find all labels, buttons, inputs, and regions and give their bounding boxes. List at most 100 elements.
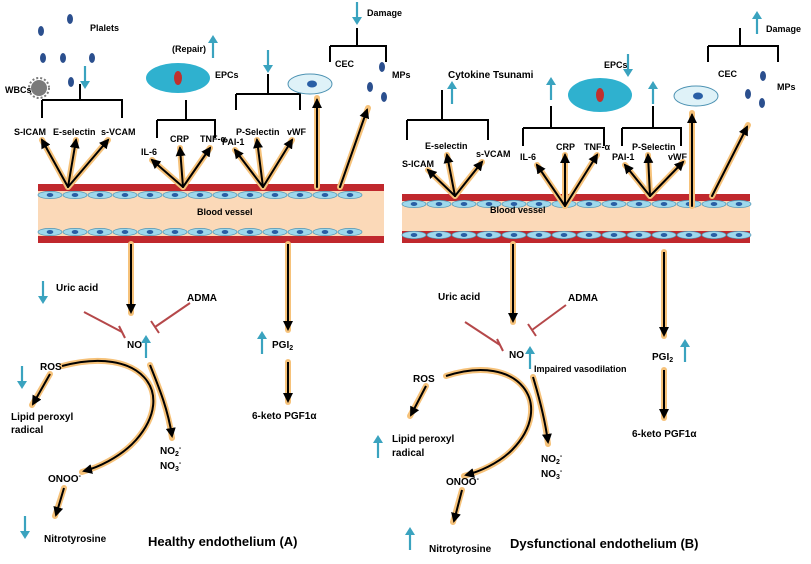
endothelial-cell xyxy=(651,199,677,209)
crp-label-b: CRP xyxy=(556,142,575,152)
release-arrows-b xyxy=(425,110,751,209)
endothelial-cell xyxy=(401,199,427,209)
microparticle-icon xyxy=(759,98,765,108)
microparticle-icon xyxy=(381,92,387,102)
microparticle-icon xyxy=(367,82,373,92)
arrow-up-icon xyxy=(371,433,385,460)
endothelial-cell xyxy=(87,227,113,237)
endothelial-cell xyxy=(212,227,238,237)
endothelial-cell xyxy=(212,190,238,200)
wbc-icon xyxy=(31,80,47,96)
blood-vessel-b: Blood vessel xyxy=(401,194,752,243)
endothelial-cell xyxy=(451,199,477,209)
endothelial-cell xyxy=(262,190,288,200)
inhibition-bar-icon xyxy=(464,304,567,352)
platelet-icon xyxy=(40,53,46,63)
arrow-down-icon xyxy=(261,48,275,75)
cytokine-label: Cytokine Tsunami xyxy=(448,70,534,81)
endothelial-cell xyxy=(187,190,213,200)
endothelial-cell xyxy=(726,199,752,209)
endothelial-cell xyxy=(137,190,163,200)
no3-label-b: NO3- xyxy=(541,468,563,481)
endothelial-cell xyxy=(676,230,702,240)
wbcs-label: WBCs xyxy=(5,85,32,95)
microparticle-icon xyxy=(379,62,385,72)
release-arrows-a xyxy=(39,95,371,190)
endothelial-cell xyxy=(37,227,63,237)
endothelial-cell xyxy=(626,199,652,209)
lipid-label-a-1: Lipid peroxyl xyxy=(11,412,73,423)
mps-label-b: MPs xyxy=(777,82,796,92)
vwf-label-b: vWF xyxy=(668,152,688,162)
arrow-up-icon xyxy=(646,79,660,106)
p-selectin-label-b: P-Selectin xyxy=(632,142,676,152)
panel-b: Blood vessel Cytokine Tsunami E-selectin… xyxy=(371,9,801,555)
bracket-damage-a xyxy=(329,28,387,62)
no-pathway-b: Uric acid ADMA NO Impaired vasodilation … xyxy=(371,241,697,555)
endothelial-cell xyxy=(601,230,627,240)
endothelial-cell xyxy=(62,227,88,237)
s-vcam-label-b: s-VCAM xyxy=(476,149,511,159)
caption-a: Healthy endothelium (A) xyxy=(148,534,298,549)
endothelial-cell xyxy=(62,190,88,200)
platelet-icon xyxy=(67,14,73,24)
bracket-coagulation-a xyxy=(235,74,301,110)
no-pathway-a: Uric acid ADMA NO ROS Lipid peroxyl radi… xyxy=(11,241,317,545)
repair-label: (Repair) xyxy=(172,44,206,54)
cec-label-a: CEC xyxy=(335,59,355,69)
epc-a: (Repair) EPCs xyxy=(146,44,239,93)
panel-a: Blood vessel Plalets WBCs S-ICAM E-selec… xyxy=(5,0,411,549)
tnf-label-b: TNF-α xyxy=(584,142,610,152)
endothelial-cell xyxy=(37,190,63,200)
pgi-label-b: PGI2 xyxy=(652,352,673,364)
pgi-label-a: PGI2 xyxy=(272,340,293,352)
epc-b: EPCs xyxy=(568,60,632,112)
endothelial-cell xyxy=(551,230,577,240)
endothelial-cell xyxy=(401,230,427,240)
arrow-up-icon xyxy=(678,337,692,364)
arrow-up-icon xyxy=(206,33,220,60)
microparticle-icon xyxy=(760,71,766,81)
arrow-down-icon xyxy=(350,0,364,27)
no-label-b: NO xyxy=(509,350,524,361)
bracket-inflammation-a xyxy=(156,100,216,138)
tnf-label-a: TNF-α xyxy=(200,134,226,144)
endothelial-cell xyxy=(237,190,263,200)
endothelial-cell xyxy=(287,190,313,200)
impaired-label: Impaired vasodilation xyxy=(534,364,627,374)
p-selectin-label-a: P-Selectin xyxy=(236,127,280,137)
bracket-adhesion-b xyxy=(406,90,489,140)
uric-acid-label-a: Uric acid xyxy=(56,283,98,294)
epcs-label-b: EPCs xyxy=(604,60,628,70)
endothelial-cell xyxy=(626,230,652,240)
il6-label-a: IL-6 xyxy=(141,147,157,157)
ros-label-a: ROS xyxy=(40,362,62,373)
arrow-up-icon xyxy=(750,9,764,36)
keto-label-b: 6-keto PGF1α xyxy=(632,429,697,440)
platelets-label: Plalets xyxy=(90,23,119,33)
endothelial-cell xyxy=(426,199,452,209)
endothelial-cell xyxy=(87,190,113,200)
s-icam-label-a: S-ICAM xyxy=(14,127,46,137)
endothelial-cell xyxy=(337,227,363,237)
ros-label-b: ROS xyxy=(413,374,435,385)
endothelial-cell xyxy=(701,230,727,240)
s-vcam-label-a: s-VCAM xyxy=(101,127,136,137)
vwf-label-a: vWF xyxy=(287,127,307,137)
arrow-up-icon xyxy=(403,525,417,552)
blood-vessel-a: Blood vessel xyxy=(37,184,384,243)
arrow-down-icon xyxy=(36,279,50,306)
endothelial-cell xyxy=(526,230,552,240)
onoo-label-a: ONOO- xyxy=(48,473,82,485)
endothelial-cell xyxy=(312,190,338,200)
arrow-down-icon xyxy=(15,364,29,391)
endothelial-cell xyxy=(701,199,727,209)
no3-label-a: NO3- xyxy=(160,460,182,473)
endothelial-cell xyxy=(601,199,627,209)
inhibition-bar-icon xyxy=(83,302,191,339)
vessel-label-b: Blood vessel xyxy=(490,205,546,215)
platelet-icon xyxy=(89,53,95,63)
platelet-icon xyxy=(60,53,66,63)
damage-label-a: Damage xyxy=(367,8,402,18)
arrow-up-icon xyxy=(445,79,459,106)
